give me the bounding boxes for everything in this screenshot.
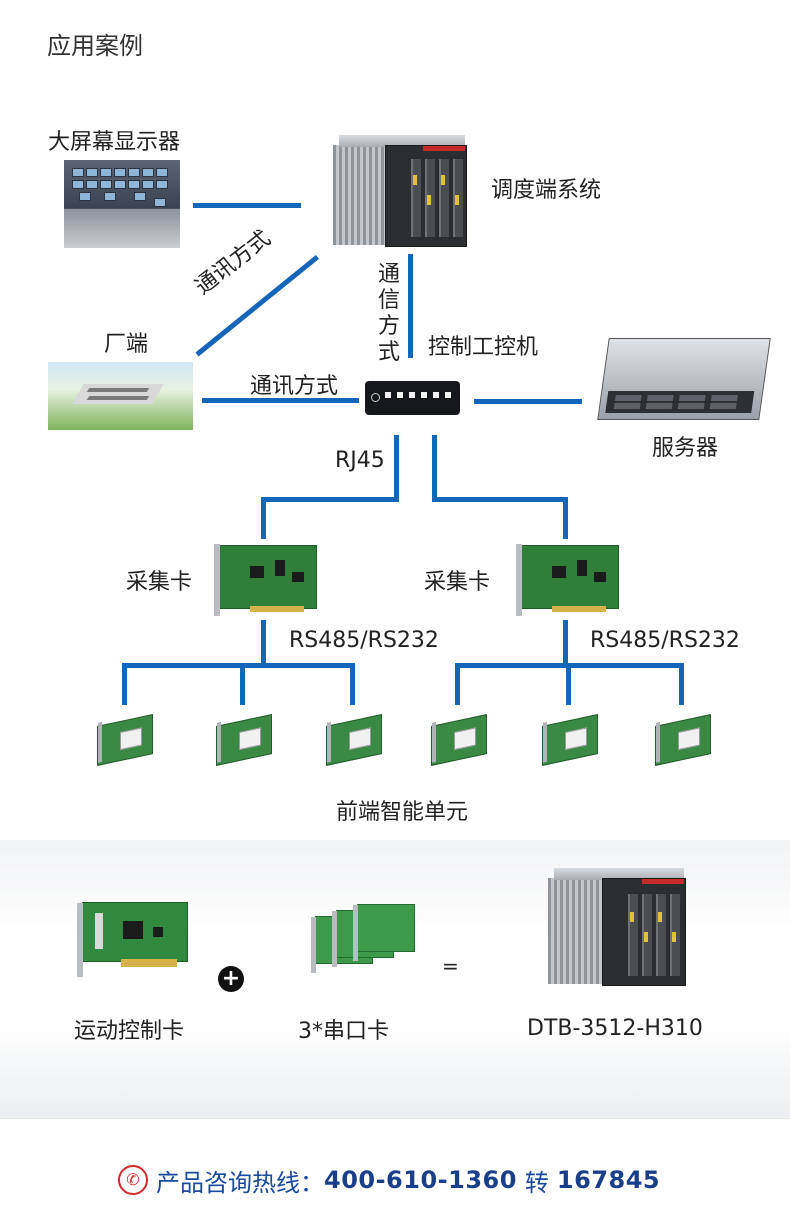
label-factory: 厂端: [104, 332, 149, 357]
serial-card-3: [353, 904, 415, 961]
line-right-card-drop: [563, 497, 568, 539]
label-acq-card-left: 采集卡: [126, 570, 193, 595]
control-ipc-switch: [365, 381, 460, 415]
front-unit-1: [97, 714, 153, 766]
label-rs-right: RS485/RS232: [590, 628, 740, 653]
hotline[interactable]: ✆ 产品咨询热线： 400-610-1360 转 167845: [118, 1160, 660, 1200]
serial-card-label: 3*串口卡: [298, 1019, 389, 1044]
label-acq-card-right: 采集卡: [424, 570, 491, 595]
line-left-bus: [122, 663, 355, 668]
product-pc-image: [548, 868, 688, 992]
front-unit-2: [216, 714, 272, 766]
front-unit-4: [431, 714, 487, 766]
hotline-extension: 167845: [556, 1166, 661, 1194]
server-image: [597, 338, 771, 420]
motion-card-label: 运动控制卡: [74, 1019, 185, 1044]
line-dispatch-to-switch: [408, 254, 413, 358]
label-comm-diagonal: 通讯方式: [190, 225, 276, 300]
product-model-label: DTB-3512-H310: [527, 1016, 703, 1041]
line-left-branch: [261, 497, 399, 502]
dispatch-system-pc: [333, 135, 468, 253]
page-title: 应用案例: [47, 32, 143, 60]
line-node-4: [455, 663, 460, 705]
line-node-1: [122, 663, 127, 705]
line-left-card-down: [261, 620, 266, 666]
motion-card-image: [77, 902, 188, 977]
label-comm-vertical: 通信方式: [377, 262, 400, 365]
label-rs-left: RS485/RS232: [289, 628, 439, 653]
line-node-2: [240, 663, 245, 705]
label-big-screen: 大屏幕显示器: [48, 130, 181, 155]
label-comm-horizontal: 通讯方式: [250, 374, 339, 399]
line-left-card-drop: [261, 497, 266, 539]
label-control-ipc: 控制工控机: [428, 335, 539, 360]
line-screen-to-dispatch: [193, 203, 301, 208]
line-node-5: [566, 663, 571, 705]
line-factory-to-switch: [202, 398, 359, 403]
line-right-card-down: [563, 620, 568, 666]
label-server: 服务器: [652, 436, 719, 461]
line-node-3: [350, 663, 355, 705]
line-node-6: [679, 663, 684, 705]
factory-image: [48, 362, 193, 430]
label-front-units: 前端智能单元: [336, 800, 469, 825]
front-unit-3: [326, 714, 382, 766]
phone-icon: ✆: [118, 1165, 148, 1195]
line-switch-to-server: [474, 399, 582, 404]
acq-card-left-image: [214, 544, 317, 616]
plus-icon: +: [218, 966, 244, 992]
line-switch-down-right: [432, 435, 437, 502]
label-dispatch-system: 调度端系统: [491, 178, 602, 203]
hotline-label: 产品咨询热线：: [156, 1168, 324, 1197]
equals-sign: =: [442, 954, 459, 978]
line-right-branch: [432, 497, 568, 502]
hotline-ext-label: 转: [524, 1168, 549, 1197]
acq-card-right-image: [516, 544, 619, 616]
front-unit-5: [542, 714, 598, 766]
footer: [0, 1118, 790, 1211]
label-rj45: RJ45: [335, 448, 385, 473]
front-unit-6: [655, 714, 711, 766]
big-screen-image: [64, 160, 180, 248]
line-switch-down-left: [394, 435, 399, 502]
hotline-number[interactable]: 400-610-1360: [324, 1166, 517, 1194]
